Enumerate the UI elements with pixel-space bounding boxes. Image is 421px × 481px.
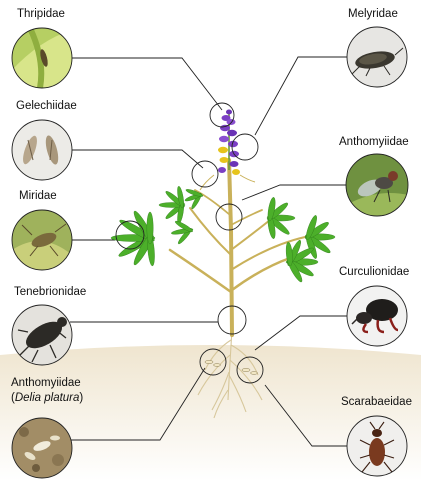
label-delia-platura: (Delia platura) bbox=[11, 392, 83, 404]
photo-anthomyiidae-delia bbox=[12, 418, 72, 478]
photo-scarabaeidae bbox=[347, 416, 407, 476]
photo-gelechiidae bbox=[12, 120, 72, 180]
label-scarabaeidae: Scarabaeidae bbox=[341, 396, 412, 408]
label-gelechiidae: Gelechiidae bbox=[16, 100, 77, 112]
highlight-flower-mid bbox=[232, 134, 258, 160]
label-curculionidae: Curculionidae bbox=[339, 266, 409, 278]
label-tenebrionidae: Tenebrionidae bbox=[14, 286, 86, 298]
photo-thripidae bbox=[12, 28, 72, 88]
plant-flower-spike bbox=[200, 110, 255, 191]
photo-miridae bbox=[12, 210, 72, 270]
connector-curculionidae bbox=[255, 316, 347, 350]
plant-leaves bbox=[111, 186, 335, 284]
photo-curculionidae bbox=[347, 286, 407, 346]
plant-stem bbox=[170, 160, 305, 335]
label-anthomyiidae-delia: Anthomyiidae bbox=[11, 377, 81, 389]
label-miridae: Miridae bbox=[19, 190, 57, 202]
photo-anthomyiidae bbox=[346, 154, 408, 216]
label-anthomyiidae: Anthomyiidae bbox=[339, 136, 409, 148]
connector-gelechiidae bbox=[70, 150, 203, 168]
connector-anthomyiidae bbox=[242, 185, 347, 200]
connector-melyridae bbox=[255, 57, 347, 135]
highlight-flower-top bbox=[210, 103, 234, 127]
delia-species-name: Delia platura bbox=[15, 392, 80, 404]
label-thripidae: Thripidae bbox=[17, 8, 65, 20]
delia-paren-close: ) bbox=[79, 392, 83, 404]
label-melyridae: Melyridae bbox=[348, 8, 398, 20]
photo-tenebrionidae bbox=[12, 305, 72, 365]
photo-melyridae bbox=[347, 27, 407, 87]
connector-thripidae bbox=[70, 58, 222, 110]
